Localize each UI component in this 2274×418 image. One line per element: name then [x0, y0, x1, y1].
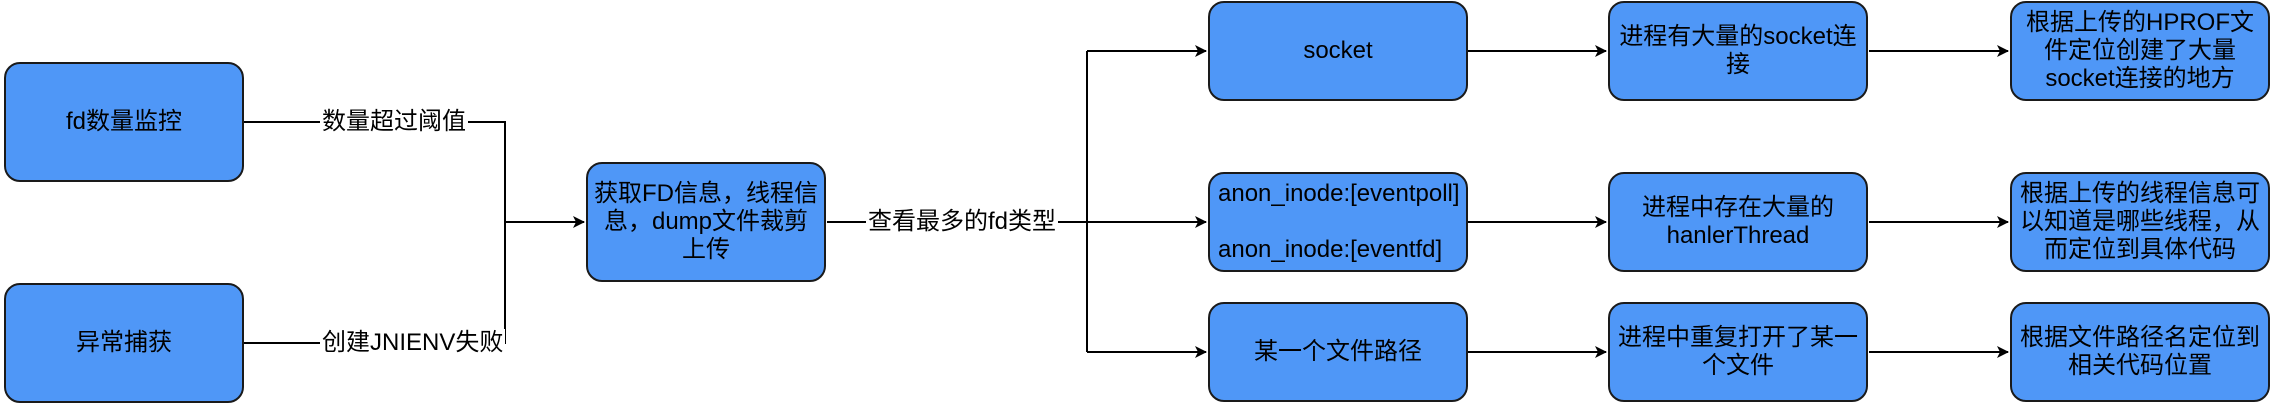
edge-fd-monitor-to-collect — [244, 121, 506, 222]
edge-exception-to-collect — [244, 222, 506, 344]
node-file-path: 某一个文件路径 — [1208, 302, 1468, 402]
node-fd-monitor: fd数量监控 — [4, 62, 244, 182]
node-file-locate: 根据文件路径名定位到相关代码位置 — [2010, 302, 2270, 402]
node-thread-result: 进程中存在大量的hanlerThread — [1608, 172, 1868, 272]
edge-label-jnienv-fail: 创建JNIENV失败 — [320, 329, 506, 357]
node-collect-info: 获取FD信息，线程信息，dump文件裁剪上传 — [586, 162, 826, 282]
node-socket: socket — [1208, 1, 1468, 101]
node-thread-locate: 根据上传的线程信息可以知道是哪些线程，从而定位到具体代码 — [2010, 172, 2270, 272]
edge-label-most-fd-type: 查看最多的fd类型 — [866, 208, 1059, 236]
node-socket-locate: 根据上传的HPROF文件定位创建了大量socket连接的地方 — [2010, 1, 2270, 101]
node-socket-result: 进程有大量的socket连接 — [1608, 1, 1868, 101]
node-file-result: 进程中重复打开了某一个文件 — [1608, 302, 1868, 402]
node-anon-inode: anon_inode:[eventpoll] anon_inode:[event… — [1208, 172, 1468, 272]
node-exception-capture: 异常捕获 — [4, 283, 244, 403]
edge-label-over-threshold: 数量超过阈值 — [320, 108, 468, 136]
